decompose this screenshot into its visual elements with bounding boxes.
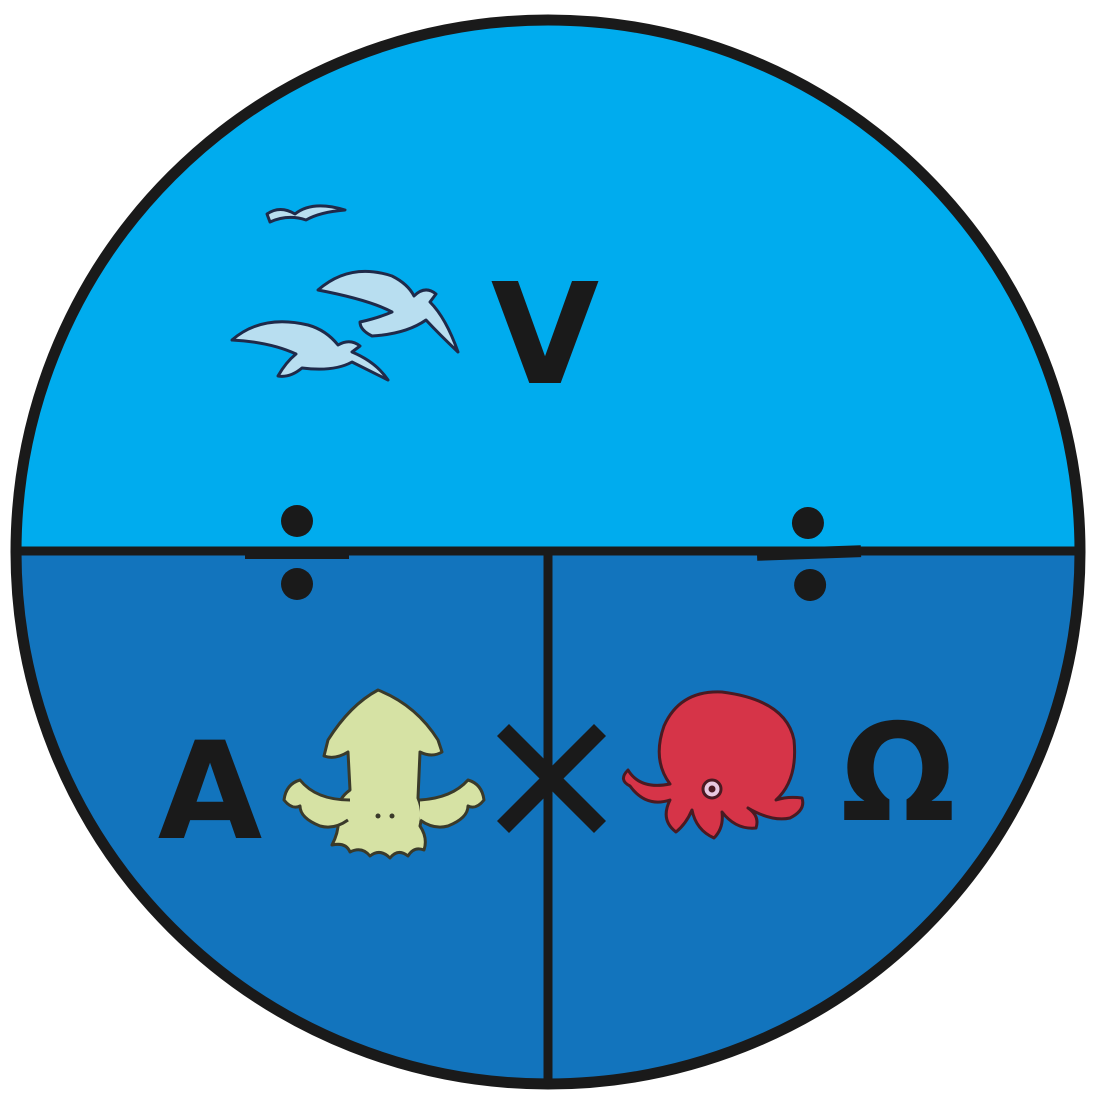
- current-label: A: [158, 713, 262, 870]
- voltage-label: V: [491, 254, 599, 417]
- resistance-label: Ω: [841, 695, 956, 852]
